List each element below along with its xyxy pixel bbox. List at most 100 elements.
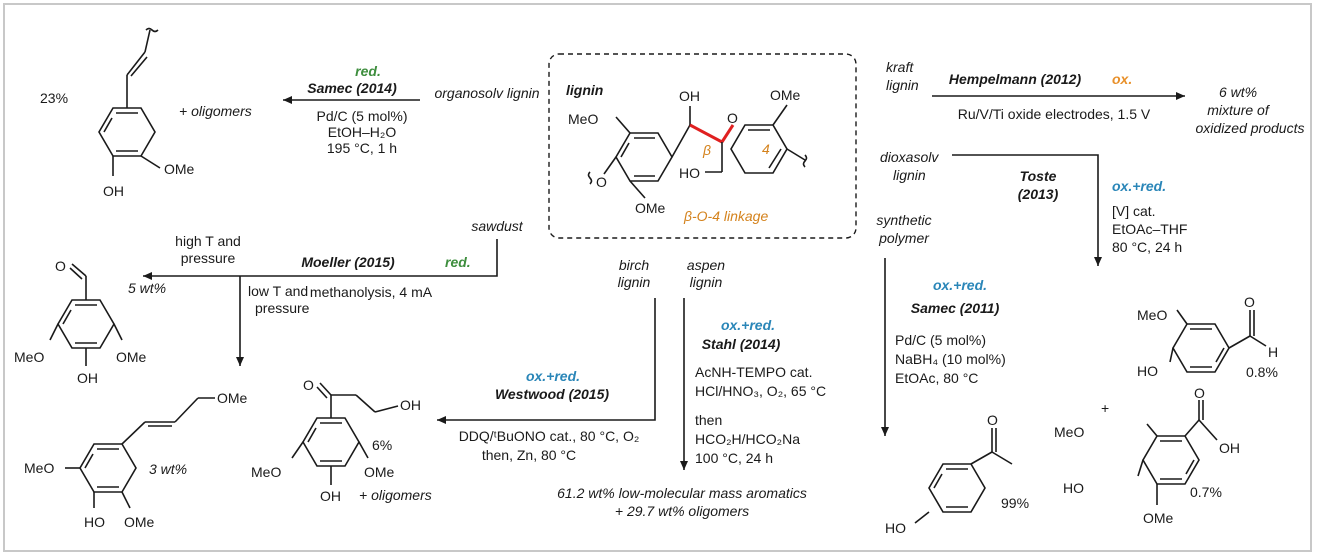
- moeller-cond: methanolysis, 4 mA: [310, 284, 433, 300]
- toste-tag: ox.+red.: [1112, 178, 1166, 194]
- samec2014-author: Samec (2014): [307, 80, 397, 96]
- lignin-title: lignin: [566, 82, 603, 98]
- samec2014-ome: OMe: [164, 161, 195, 177]
- samec2011-ho: HO: [885, 520, 906, 536]
- toste-arrow: [952, 154, 1102, 266]
- samec-2014-reaction: organosolv lignin red. Samec (2014) Pd/C…: [40, 27, 540, 199]
- stahl-cond3: then: [695, 412, 722, 428]
- samec2014-oh: OH: [103, 183, 124, 199]
- moeller-p1-oh: OH: [77, 370, 98, 386]
- hempelmann-author: Hempelmann (2012): [949, 71, 1082, 87]
- samec2014-yield: 23%: [40, 90, 68, 106]
- lignin-left-ring: [615, 132, 673, 182]
- westwood-tag: ox.+red.: [526, 368, 580, 384]
- samec2011-tag: ox.+red.: [933, 277, 987, 293]
- moeller-arrow-main: [143, 239, 498, 280]
- toste-s-o: O: [1194, 385, 1205, 401]
- moeller-author: Moeller (2015): [301, 254, 395, 270]
- hempelmann-result1: 6 wt%: [1219, 84, 1257, 100]
- westwood-oh2: OH: [400, 397, 421, 413]
- samec2014-source: organosolv lignin: [434, 85, 539, 101]
- hempelmann-tag: ox.: [1112, 71, 1132, 87]
- stahl-author: Stahl (2014): [702, 336, 781, 352]
- moeller-product2-ring: [79, 443, 137, 493]
- westwood-cond2: then, Zn, 80 °C: [482, 447, 576, 463]
- moeller-product1-ring: [57, 299, 115, 349]
- moeller-p1-ome: OMe: [116, 349, 147, 365]
- samec2014-tag: red.: [355, 63, 381, 79]
- stahl-result2: + 29.7 wt% oligomers: [615, 503, 749, 519]
- stahl-cond5: 100 °C, 24 h: [695, 450, 773, 466]
- westwood-meo: MeO: [251, 464, 281, 480]
- lignin-dashed-box: [548, 53, 857, 239]
- samec2011-product-ring: [928, 463, 986, 513]
- toste-syringic-ring: [1142, 435, 1200, 485]
- toste-v-yield: 0.8%: [1246, 364, 1278, 380]
- lignin-ome-top: OMe: [770, 87, 801, 103]
- hempelmann-cond: Ru/V/Ti oxide electrodes, 1.5 V: [958, 106, 1151, 122]
- toste-s-ome: OMe: [1143, 510, 1174, 526]
- stahl-result1: 61.2 wt% low-molecular mass aromatics: [557, 485, 807, 501]
- moeller-p2-ome1: OMe: [217, 390, 248, 406]
- westwood-ome: OMe: [364, 464, 395, 480]
- westwood-yield: 6%: [372, 437, 392, 453]
- moeller-p1-o: O: [55, 258, 66, 274]
- samec2011-cond2: NaBH₄ (10 mol%): [895, 351, 1006, 367]
- westwood-arrow: [437, 298, 656, 424]
- lignin-beta-label: β: [702, 142, 711, 158]
- lignin-ether-o-label: O: [727, 110, 738, 126]
- toste-vanillin-ring: [1172, 323, 1230, 373]
- moeller-p1-yield: 5 wt%: [128, 280, 166, 296]
- stahl-tag: ox.+red.: [721, 317, 775, 333]
- lignin-ho-label: HO: [679, 165, 700, 181]
- stahl-cond2: HCl/HNO₃, O₂, 65 °C: [695, 383, 826, 399]
- toste-cond3: 80 °C, 24 h: [1112, 239, 1182, 255]
- lignin-ome-bottom: OMe: [635, 200, 666, 216]
- westwood-plus-oligomers: + oligomers: [359, 487, 432, 503]
- moeller-source: sawdust: [471, 218, 523, 234]
- westwood-oh: OH: [320, 488, 341, 504]
- toste-plus: +: [1101, 400, 1109, 416]
- toste-s-meo: MeO: [1054, 424, 1084, 440]
- toste-author1: Toste: [1020, 168, 1057, 184]
- samec2011-cond1: Pd/C (5 mol%): [895, 332, 986, 348]
- moeller-p2-ome2: OMe: [124, 514, 155, 530]
- toste-s-oh: OH: [1219, 440, 1240, 456]
- westwood-author: Westwood (2015): [495, 386, 609, 402]
- westwood-cond1: DDQ/ᵗBuONO cat., 80 °C, O₂: [459, 428, 640, 444]
- lignin-oh-label: OH: [679, 88, 700, 104]
- toste-cond1: [V] cat.: [1112, 203, 1156, 219]
- samec2011-yield: 99%: [1001, 495, 1029, 511]
- samec2014-cond2: EtOH–H₂O: [328, 124, 397, 140]
- hempelmann-result3: oxidized products: [1196, 120, 1305, 136]
- moeller-p2-ho: HO: [84, 514, 105, 530]
- toste-v-o: O: [1244, 294, 1255, 310]
- stahl-cond1: AcNH-TEMPO cat.: [695, 364, 812, 380]
- toste-cond2: EtOAc–THF: [1112, 221, 1187, 237]
- toste-v-meo: MeO: [1137, 307, 1167, 323]
- samec2011-o: O: [987, 412, 998, 428]
- moeller-tag: red.: [445, 254, 471, 270]
- lignin-center-structure: lignin OH O HO β 4 OMe MeO O OMe β-O-4 l: [548, 53, 857, 239]
- samec2014-plus-oligomers: + oligomers: [179, 103, 252, 119]
- hempelmann-result2: mixture of: [1207, 102, 1271, 118]
- lignin-4-label: 4: [762, 141, 770, 157]
- scheme-frame: [3, 3, 1312, 552]
- samec2011-cond3: EtOAc, 80 °C: [895, 370, 978, 386]
- samec2014-cond3: 195 °C, 1 h: [327, 140, 397, 156]
- toste-s-ho: HO: [1063, 480, 1084, 496]
- lignin-linkage-label: β-O-4 linkage: [683, 208, 768, 224]
- lignin-meo-label: MeO: [568, 111, 598, 127]
